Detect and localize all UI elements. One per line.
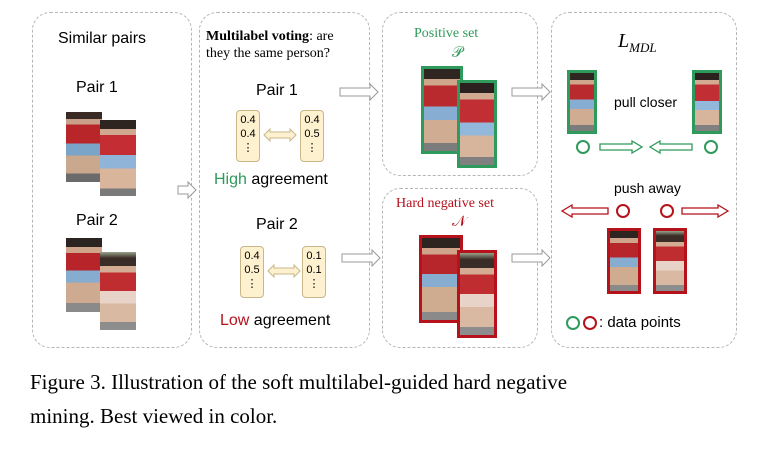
high-word: High [214,171,247,188]
positive-point-left [576,140,590,154]
negative-set-symbol: 𝒩 [452,212,467,230]
multilabel-voting-panel [199,12,370,348]
mdl-loss-title: LMDL [618,30,657,55]
push-arrow-left [560,203,609,219]
hard-negative-set-panel [382,188,538,348]
pair1-vector-right: 0.4 0.5 ⋮ [300,110,324,162]
similar-pairs-title: Similar pairs [58,30,147,47]
double-arrow-pair1 [263,127,297,143]
caption-line1: Figure 3. Illustration of the soft multi… [30,370,568,394]
arrow-voting-to-positive [339,82,379,102]
caption-line2: mining. Best viewed in color. [30,404,278,428]
negative-photo-a [419,235,463,323]
pair1-photo-b [100,120,136,196]
push-photo-right [653,228,687,294]
positive-point-right [704,140,718,154]
voting-heading-line2: they the same person? [206,46,331,61]
pair2-label-voting: Pair 2 [256,216,298,233]
voting-heading-rest: : are [309,29,334,44]
low-word: Low [220,312,250,329]
push-away-label: push away [614,180,681,196]
arrow-similar-to-voting [177,180,197,200]
low-agreement-label: Low agreement [220,312,331,329]
pull-closer-label: pull closer [614,94,678,110]
pair2-label-left: Pair 2 [76,212,118,229]
voting-heading-line1: Multilabel voting: are [206,29,334,45]
pair2-vector-left: 0.4 0.5 ⋮ [240,246,264,298]
similar-pairs-panel [32,12,192,348]
pair1-photo-a [66,112,102,182]
push-arrow-right [681,203,730,219]
pair1-label-left: Pair 1 [76,79,118,96]
arrow-voting-to-negative [341,248,381,268]
positive-set-title: Positive set [414,26,479,41]
high-agreement-label: High agreement [214,171,328,188]
pull-arrow-left [648,139,693,155]
pair2-photo-a [66,238,102,312]
legend-red-circle [583,316,597,330]
pair1-label-voting: Pair 1 [256,82,298,99]
positive-set-symbol: 𝒫 [452,43,463,61]
arrow-positive-to-loss [511,82,551,102]
pull-arrow-right [599,139,644,155]
negative-point-right [660,204,674,218]
positive-photo-b [457,80,497,168]
pair2-photo-b [100,252,136,330]
negative-set-title: Hard negative set [396,196,494,211]
double-arrow-pair2 [267,263,301,279]
arrow-negative-to-loss [511,248,551,268]
mdl-loss-panel [551,12,737,348]
legend-data-points-label: : data points [599,314,681,331]
pair1-vector-left: 0.4 0.4 ⋮ [236,110,260,162]
legend-green-circle [566,316,580,330]
pair2-vector-right: 0.1 0.1 ⋮ [302,246,326,298]
negative-photo-b [457,250,497,338]
negative-point-left [616,204,630,218]
pull-photo-right [692,70,722,134]
voting-heading-bold: Multilabel voting [206,29,310,44]
push-photo-left [607,228,641,294]
pull-photo-left [567,70,597,134]
